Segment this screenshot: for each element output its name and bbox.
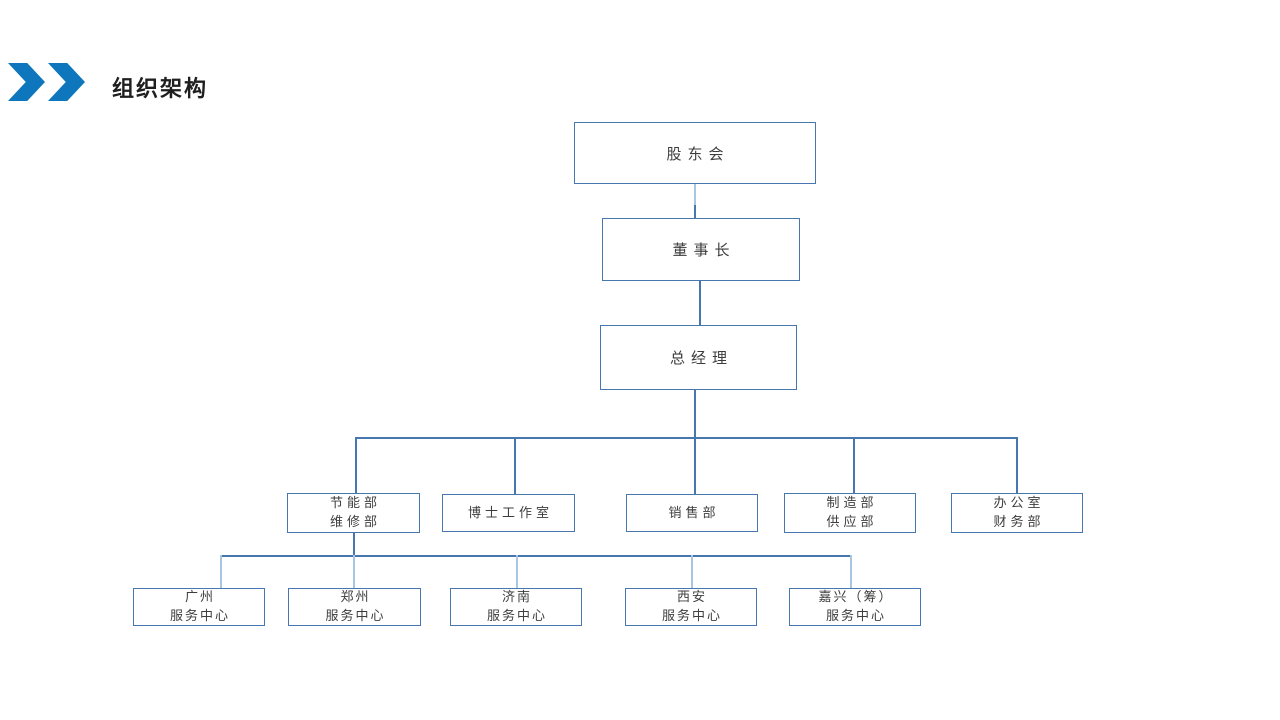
connector-line <box>516 555 518 588</box>
org-node-center-zhengzhou: 郑州 服务中心 <box>288 588 421 626</box>
connector-line <box>1016 437 1018 493</box>
org-node-label: 销售部 <box>668 505 720 521</box>
org-node-general-manager: 总经理 <box>600 325 797 390</box>
connector-line <box>514 437 516 494</box>
connector-line <box>355 437 357 493</box>
page-title: 组织架构 <box>112 77 209 102</box>
slide-header: 组织架构 <box>0 0 1280 120</box>
org-node-label: 郑州 <box>340 590 371 605</box>
org-node-label: 服务中心 <box>325 609 386 624</box>
connector-line <box>853 437 855 493</box>
org-node-label: 西安 <box>676 590 707 605</box>
org-node-label: 财务部 <box>993 515 1045 530</box>
org-node-chairman: 董事长 <box>602 218 800 281</box>
org-node-center-jiaxing: 嘉兴（筹） 服务中心 <box>789 588 921 626</box>
org-node-center-guangzhou: 广州 服务中心 <box>133 588 265 626</box>
org-node-label: 制造部 <box>826 496 878 511</box>
double-chevron-right-icon <box>8 63 85 101</box>
org-node-dept-sales: 销售部 <box>626 494 758 532</box>
connector-line <box>694 390 696 437</box>
connector-line <box>220 555 851 557</box>
org-node-label: 服务中心 <box>661 609 722 624</box>
org-node-dept-doctor-studio: 博士工作室 <box>442 494 575 532</box>
org-node-label: 总经理 <box>669 349 733 367</box>
connector-line <box>699 281 701 325</box>
connector-line <box>353 555 355 588</box>
org-node-label: 节能部 <box>329 496 381 511</box>
org-node-label: 董事长 <box>672 241 736 259</box>
connector-line <box>220 555 222 588</box>
connector-line <box>694 205 696 218</box>
org-node-label: 嘉兴（筹） <box>818 590 894 605</box>
org-node-shareholders: 股东会 <box>574 122 816 184</box>
connector-line <box>355 437 1016 439</box>
org-node-label: 服务中心 <box>486 609 547 624</box>
org-node-dept-energy: 节能部 维修部 <box>287 493 420 533</box>
connector-line <box>694 437 696 494</box>
connector-line <box>850 555 852 588</box>
org-node-label: 广州 <box>184 590 215 605</box>
org-node-label: 济南 <box>501 590 532 605</box>
org-node-label: 股东会 <box>666 144 730 163</box>
org-node-label: 办公室 <box>993 496 1045 511</box>
connector-line <box>353 533 355 555</box>
org-node-dept-manufacturing: 制造部 供应部 <box>784 493 916 533</box>
connector-line <box>694 184 696 205</box>
org-node-label: 服务中心 <box>825 609 886 624</box>
org-node-center-xian: 西安 服务中心 <box>625 588 757 626</box>
org-node-label: 维修部 <box>329 515 381 530</box>
org-node-label: 博士工作室 <box>467 505 553 521</box>
chevron-right-icon <box>8 63 45 101</box>
connector-line <box>691 555 693 588</box>
chevron-right-icon <box>48 63 85 101</box>
org-node-center-jinan: 济南 服务中心 <box>450 588 582 626</box>
org-node-dept-office: 办公室 财务部 <box>951 493 1083 533</box>
org-node-label: 供应部 <box>826 515 878 530</box>
org-node-label: 服务中心 <box>169 609 230 624</box>
